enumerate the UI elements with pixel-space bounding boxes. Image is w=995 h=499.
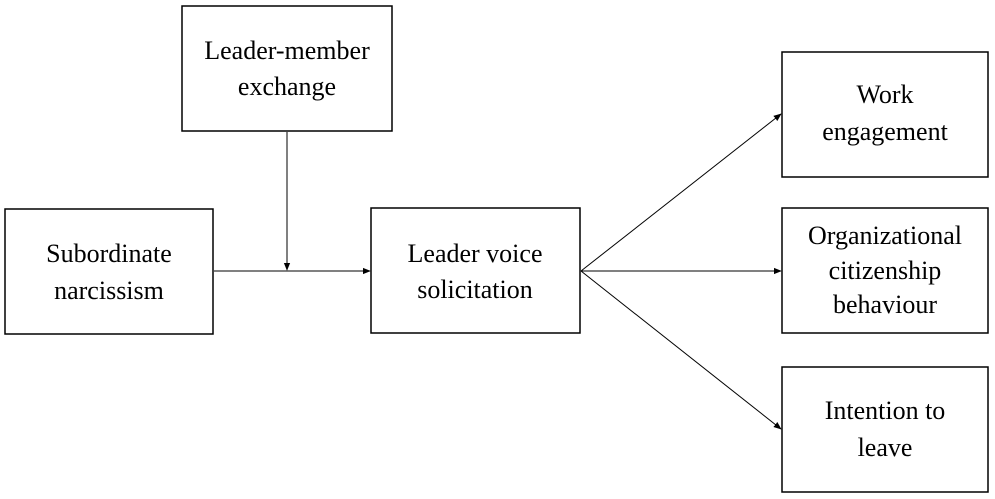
edge-voice-to-work-engagement: [580, 113, 782, 272]
node-label-line: exchange: [238, 72, 336, 101]
node-leader-voice-solicitation: Leader voice solicitation: [370, 207, 581, 334]
node-label-line: behaviour: [833, 290, 937, 319]
node-label-line: Leader-member: [204, 36, 370, 65]
node-leader-member-exchange: Leader-member exchange: [181, 5, 393, 132]
node-label-line: engagement: [822, 117, 948, 146]
edge-voice-to-intention-to-leave: [580, 270, 782, 430]
node-label-line: Organizational: [808, 221, 962, 250]
node-label-line: Leader voice: [408, 239, 543, 268]
node-label-line: Intention to: [825, 396, 946, 425]
node-label-line: narcissism: [54, 276, 164, 305]
node-label-line: solicitation: [417, 275, 533, 304]
node-organizational-citizenship-behaviour: Organizational citizenship behaviour: [781, 207, 989, 334]
node-label-line: Work: [856, 80, 913, 109]
node-subordinate-narcissism: Subordinate narcissism: [4, 208, 214, 335]
node-label-line: Subordinate: [46, 239, 172, 268]
node-work-engagement: Work engagement: [781, 51, 989, 178]
node-label-line: leave: [858, 433, 913, 462]
node-intention-to-leave: Intention to leave: [781, 366, 989, 493]
node-label-line: citizenship: [829, 256, 942, 285]
